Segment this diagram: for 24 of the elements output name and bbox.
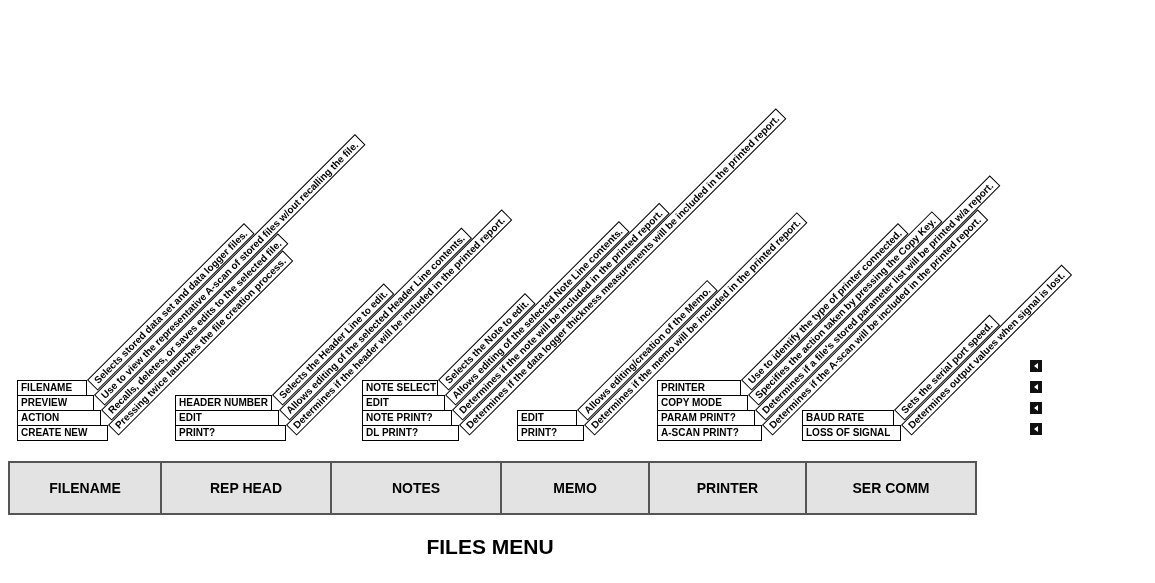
diagram-title: FILES MENU	[425, 534, 555, 560]
menu-item-label: NOTE PRINT?	[362, 410, 452, 426]
menu-item-label: FILENAME	[17, 380, 87, 396]
menu-item-label: EDIT	[362, 395, 445, 411]
menu-item-label: PARAM PRINT?	[657, 410, 755, 426]
menu-tab: REP HEAD	[160, 461, 332, 515]
menu-item-label: PRINT?	[517, 425, 584, 441]
menu-item-label: ACTION	[17, 410, 101, 426]
menu-tab: FILENAME	[8, 461, 162, 515]
menu-tab: PRINTER	[648, 461, 807, 515]
menu-item-label: NOTE SELECT	[362, 380, 438, 396]
menu-item-label: PREVIEW	[17, 395, 94, 411]
menu-item-label: A-SCAN PRINT?	[657, 425, 762, 441]
menu-item-label: LOSS OF SIGNAL	[802, 425, 901, 441]
menu-item-label: EDIT	[175, 410, 279, 426]
menu-tab: NOTES	[330, 461, 502, 515]
menu-item-label: DL PRINT?	[362, 425, 459, 441]
menu-tab: SER COMM	[805, 461, 977, 515]
menu-item-label: COPY MODE	[657, 395, 748, 411]
menu-item-label: HEADER NUMBER	[175, 395, 272, 411]
menu-item-label: PRINT?	[175, 425, 286, 441]
menu-item-label: CREATE NEW	[17, 425, 108, 441]
menu-tab: MEMO	[500, 461, 650, 515]
menu-item-label: EDIT	[517, 410, 577, 426]
